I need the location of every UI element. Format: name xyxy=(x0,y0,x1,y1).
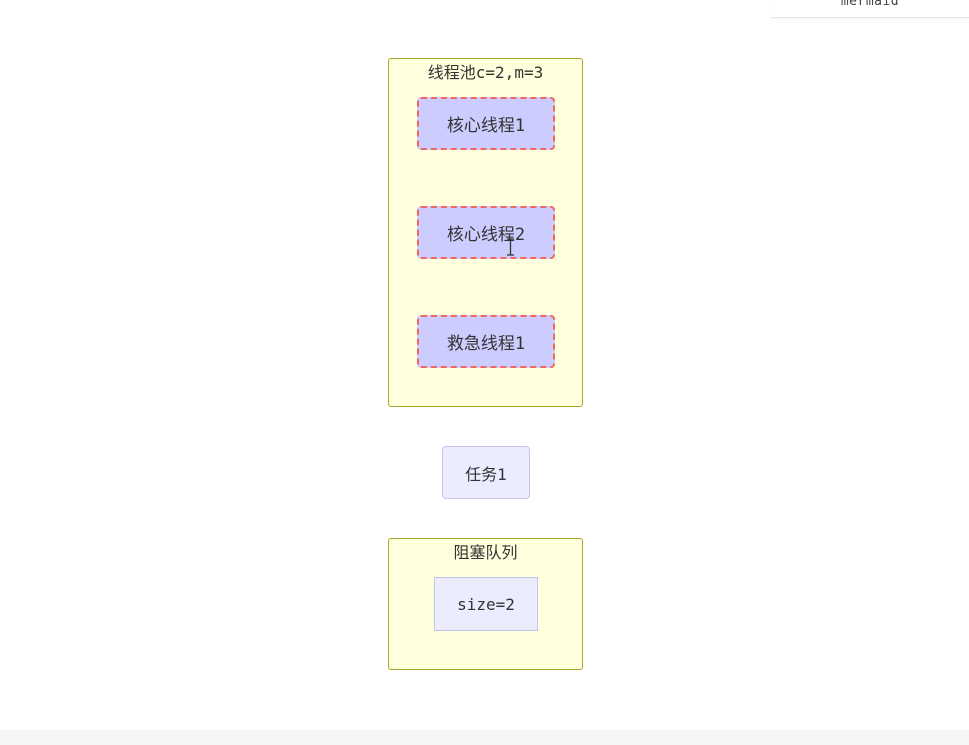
text-cursor-icon xyxy=(507,238,514,256)
thread-node-core-1: 核心线程1 xyxy=(417,97,555,150)
queue-size-node: size=2 xyxy=(434,577,538,631)
thread-node-label: 核心线程2 xyxy=(446,225,526,245)
thread-node-label: 核心线程1 xyxy=(446,116,526,136)
task-node: 任务1 xyxy=(442,446,530,499)
blocking-queue-title: 阻塞队列 xyxy=(453,543,518,562)
queue-size-label: size=2 xyxy=(457,594,515,614)
language-tab[interactable]: mermaid xyxy=(771,0,969,18)
task-node-label: 任务1 xyxy=(465,464,507,484)
language-tab-label: mermaid xyxy=(840,0,900,9)
bottom-strip xyxy=(0,730,969,745)
thread-pool-title: 线程池c=2,m=3 xyxy=(427,63,544,82)
thread-node-label: 救急线程1 xyxy=(446,334,526,354)
thread-node-emergency-1: 救急线程1 xyxy=(417,315,555,368)
thread-node-core-2: 核心线程2 xyxy=(417,206,555,259)
